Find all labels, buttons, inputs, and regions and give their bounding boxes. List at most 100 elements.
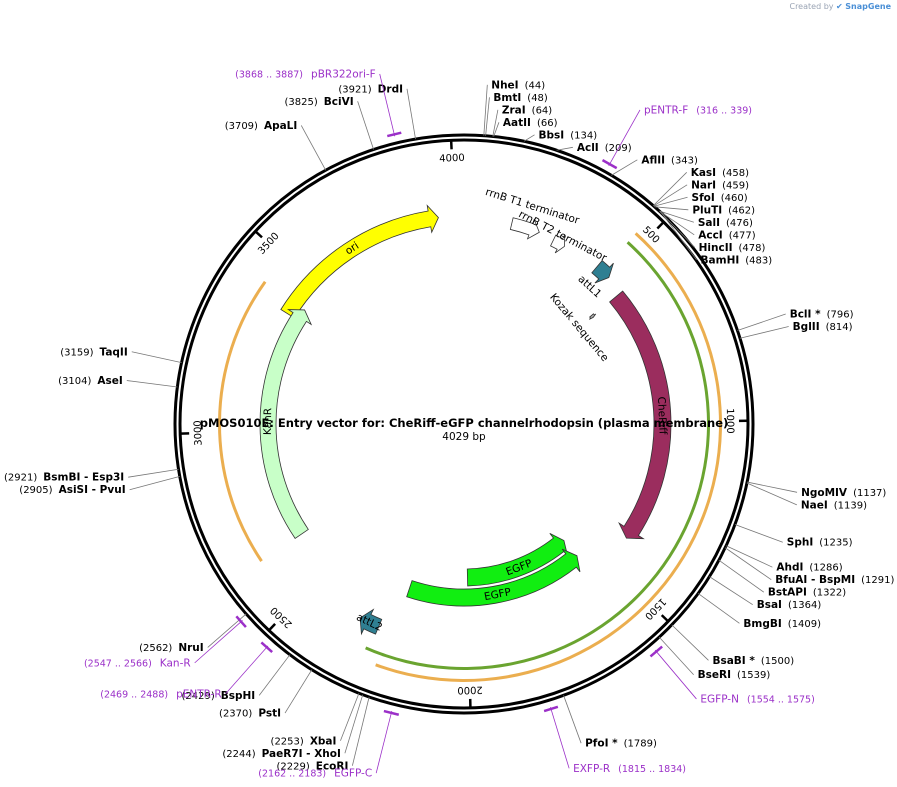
primer-pentr-r-label[interactable]: (2469 .. 2488)pENTR-R bbox=[100, 688, 221, 700]
site-nrui-label[interactable]: (2562)NruI bbox=[139, 642, 204, 654]
site-aatii-label[interactable]: AatII(66) bbox=[503, 117, 558, 129]
site-aflii-label[interactable]: AflII(343) bbox=[641, 154, 698, 166]
site-asei-label[interactable]: (3104)AseI bbox=[58, 375, 123, 387]
site-bmgbi-label[interactable]: BmgBI(1409) bbox=[743, 618, 821, 630]
site-name: AatII bbox=[503, 117, 531, 129]
site-name: BfuAI - BspMI bbox=[775, 574, 855, 586]
site-bmti-label[interactable]: BmtI(48) bbox=[493, 92, 548, 104]
primer-egfp-n-label[interactable]: EGFP-N(1554 .. 1575) bbox=[700, 693, 814, 705]
site-position: (459) bbox=[722, 180, 749, 191]
primer-leader-line bbox=[225, 645, 269, 695]
primer-exfp-r-label[interactable]: EXFP-R(1815 .. 1834) bbox=[573, 763, 686, 775]
site-leader-line bbox=[734, 524, 783, 543]
site-leader-line bbox=[406, 88, 416, 140]
site-leader-line bbox=[718, 559, 765, 593]
site-acli-label[interactable]: AclI(209) bbox=[577, 142, 632, 154]
site-position: (1364) bbox=[788, 600, 821, 611]
site-bseri-label[interactable]: BseRI(1539) bbox=[698, 669, 771, 681]
site-paer7i-xhoi-label[interactable]: (2244)PaeR7I - XhoI bbox=[222, 748, 341, 760]
site-position: (1137) bbox=[853, 488, 886, 499]
site-ecori-label[interactable]: (2229)EcoRI bbox=[277, 760, 349, 772]
site-bcivi-label[interactable]: (3825)BciVI bbox=[285, 96, 354, 108]
site-xbai-label[interactable]: (2253)XbaI bbox=[271, 735, 337, 747]
feature-kozak-sequence-arrow[interactable] bbox=[589, 313, 597, 320]
site-name: BbsI bbox=[539, 129, 565, 141]
site-taqii-label[interactable]: (3159)TaqII bbox=[60, 346, 128, 358]
site-leader-line bbox=[709, 576, 753, 606]
site-position: (3709) bbox=[225, 121, 258, 132]
site-bfuai-bspmi-label[interactable]: BfuAI - BspMI(1291) bbox=[775, 574, 894, 586]
site-leader-line bbox=[653, 196, 688, 207]
site-leader-line bbox=[284, 669, 313, 714]
site-bsabi-label[interactable]: BsaBI *(1500) bbox=[712, 655, 794, 667]
site-sphi-label[interactable]: SphI(1235) bbox=[787, 537, 853, 549]
site-leader-line bbox=[653, 172, 687, 206]
site-position: (1322) bbox=[813, 588, 846, 599]
site-bsmbi-esp3i-label[interactable]: (2921)BsmBI - Esp3I bbox=[4, 472, 124, 484]
site-nari-label[interactable]: NarI(459) bbox=[691, 179, 749, 191]
feature-egfp-arrow[interactable] bbox=[406, 548, 581, 607]
site-asisi-pvui-label[interactable]: (2905)AsiSI - PvuI bbox=[19, 484, 125, 496]
site-bsphi-label[interactable]: (2429)BspHI bbox=[181, 690, 255, 702]
site-zrai-label[interactable]: ZraI(64) bbox=[502, 104, 552, 116]
site-name: TaqII bbox=[100, 346, 128, 358]
site-position: (476) bbox=[726, 218, 753, 229]
site-leader-line bbox=[492, 109, 499, 137]
site-bsai-label[interactable]: BsaI(1364) bbox=[757, 599, 822, 611]
site-psti-label[interactable]: (2370)PstI bbox=[219, 708, 281, 720]
feature-kanr-label: KanR bbox=[262, 408, 274, 435]
backbone-inner bbox=[178, 138, 750, 710]
site-bamhi-label[interactable]: BamHI(483) bbox=[701, 254, 773, 266]
site-acci-label[interactable]: AccI(477) bbox=[698, 229, 755, 241]
site-ahdi-label[interactable]: AhdI (1286) bbox=[776, 562, 842, 574]
feature-attl1-arrow[interactable] bbox=[591, 260, 614, 284]
site-bstapi-label[interactable]: BstAPI(1322) bbox=[768, 587, 846, 599]
site-naei-label[interactable]: NaeI(1139) bbox=[801, 499, 867, 511]
site-name: SfoI bbox=[692, 192, 715, 204]
site-leader-line bbox=[659, 211, 695, 236]
site-bglii-label[interactable]: BglII(814) bbox=[793, 321, 853, 333]
primer-name: EGFP-C bbox=[334, 768, 372, 780]
site-name: ApaLI bbox=[264, 120, 297, 132]
primer-kan-r-label[interactable]: (2547 .. 2566)Kan-R bbox=[84, 657, 191, 669]
site-position: (1286) bbox=[809, 563, 842, 574]
site-apali-label[interactable]: (3709) ApaLI bbox=[225, 120, 298, 132]
feature-rrnb-t2-terminator-arrow[interactable] bbox=[549, 234, 566, 254]
site-name: BclI * bbox=[790, 309, 821, 321]
site-nhei-label[interactable]: NheI(44) bbox=[491, 79, 545, 91]
feature-cheriff-arrow[interactable] bbox=[609, 290, 672, 540]
site-drdi-label[interactable]: (3921)DrdI bbox=[338, 83, 403, 95]
site-position: (2229) bbox=[277, 761, 310, 772]
primer-name: EXFP-R bbox=[573, 763, 610, 775]
feature-kanr-arrow[interactable] bbox=[259, 309, 313, 539]
primer-name: pBR322ori-F bbox=[311, 69, 376, 81]
site-hincii-label[interactable]: HincII(478) bbox=[699, 242, 766, 254]
site-bbsi-label[interactable]: BbsI(134) bbox=[539, 129, 598, 141]
site-leader-line bbox=[126, 380, 178, 388]
site-name: AhdI bbox=[776, 562, 803, 574]
site-pfoi-label[interactable]: PfoI *(1789) bbox=[585, 738, 657, 750]
site-sali-label[interactable]: SalI(476) bbox=[698, 217, 753, 229]
site-bcli-label[interactable]: BclI *(796) bbox=[790, 309, 854, 321]
primer-leader-line bbox=[194, 620, 243, 664]
site-leader-line bbox=[351, 696, 370, 766]
site-pluti-label[interactable]: PluTI(462) bbox=[692, 204, 755, 216]
feature-rrnb-t1-terminator-arrow[interactable] bbox=[509, 217, 540, 240]
feature-attl2-arrow[interactable] bbox=[359, 608, 383, 636]
feature-ori-arrow[interactable] bbox=[280, 204, 439, 319]
site-leader-line bbox=[658, 636, 694, 675]
feature-egfp-arrow[interactable] bbox=[466, 533, 569, 587]
primer-pbr322ori-f-label[interactable]: (3868 .. 3887)pBR322ori-F bbox=[235, 69, 376, 81]
backbone-outer bbox=[173, 133, 755, 715]
site-name: SphI bbox=[787, 537, 813, 549]
site-ngomiv-label[interactable]: NgoMIV(1137) bbox=[801, 487, 886, 499]
tick-3500 bbox=[254, 230, 263, 239]
site-position: (48) bbox=[527, 93, 548, 104]
site-position: (483) bbox=[745, 255, 772, 266]
site-sfoi-label[interactable]: SfoI(460) bbox=[692, 192, 748, 204]
primer-pentr-f-label[interactable]: pENTR-F(316 .. 339) bbox=[644, 104, 752, 116]
site-position: (458) bbox=[722, 168, 749, 179]
site-kasi-label[interactable]: KasI(458) bbox=[691, 167, 749, 179]
site-position: (44) bbox=[525, 80, 546, 91]
primer-egfp-c-label[interactable]: (2162 .. 2183)EGFP-C bbox=[258, 768, 372, 780]
